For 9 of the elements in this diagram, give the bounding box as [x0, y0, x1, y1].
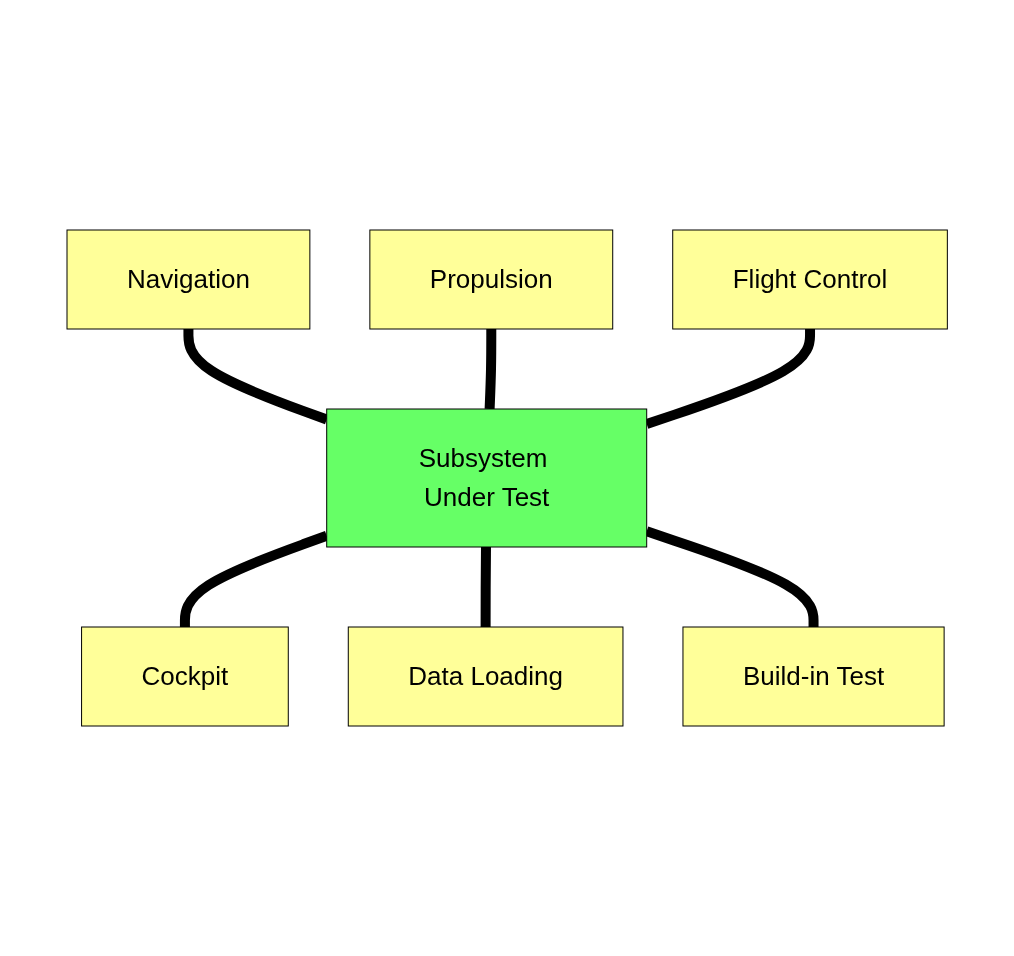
connector [480, 546, 491, 627]
node-box: Flight Control [672, 229, 948, 330]
node-box: Propulsion [369, 229, 614, 330]
node-box: Subsystem Under Test [326, 408, 648, 548]
node-box: Build-in Test [682, 626, 945, 727]
node-box: Data Loading [347, 626, 624, 727]
connector [484, 329, 497, 410]
node-box: Cockpit [80, 626, 289, 727]
node-box: Navigation [66, 229, 311, 330]
